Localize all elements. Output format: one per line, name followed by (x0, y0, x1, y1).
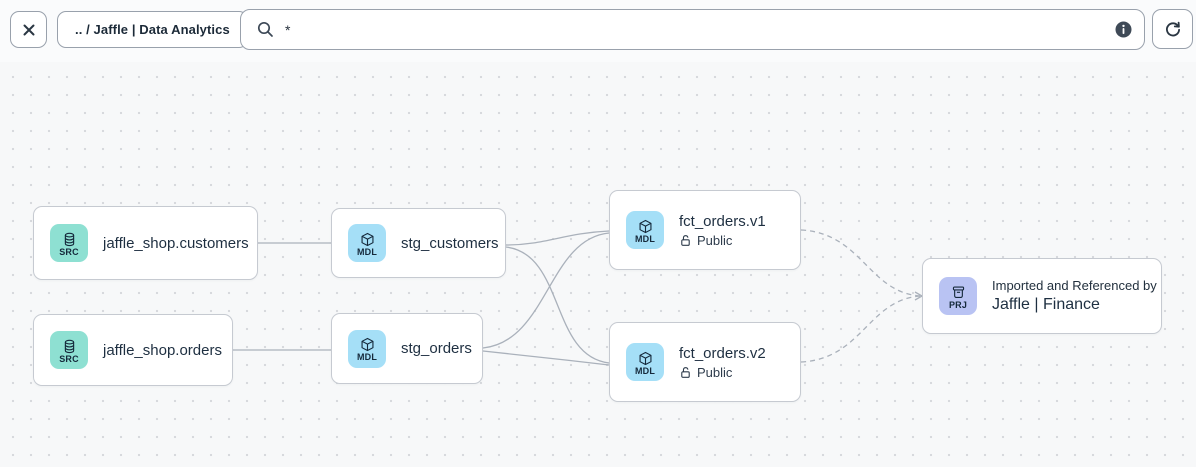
node-label: fct_orders.v2 (679, 344, 766, 362)
node-project-jaffle-finance[interactable]: PRJ Imported and Referenced by Jaffle | … (922, 258, 1162, 334)
search-icon (257, 21, 273, 37)
cube-icon (361, 232, 373, 246)
cube-icon (639, 219, 651, 233)
badge-label: SRC (59, 246, 79, 257)
access-label: Public (697, 232, 733, 248)
badge-label: MDL (634, 233, 656, 244)
node-source-jaffle-shop-orders[interactable]: SRC jaffle_shop.orders (33, 314, 233, 386)
node-model-stg-customers[interactable]: MDL stg_customers (331, 208, 506, 278)
node-label: jaffle_shop.customers (103, 234, 249, 252)
breadcrumb: .. / Jaffle | Data Analytics (75, 22, 230, 37)
node-model-fct-orders-v2[interactable]: MDL fct_orders.v2 Public (609, 322, 801, 402)
database-icon (64, 232, 74, 246)
node-model-fct-orders-v1[interactable]: MDL fct_orders.v1 Public (609, 190, 801, 270)
badge-label: MDL (634, 365, 656, 376)
unlock-icon (681, 366, 690, 378)
cube-icon (639, 351, 651, 365)
source-badge: SRC (50, 224, 88, 262)
access-row: Public (679, 233, 766, 248)
source-badge: SRC (50, 331, 88, 369)
node-source-jaffle-shop-customers[interactable]: SRC jaffle_shop.customers (33, 206, 258, 280)
model-badge: MDL (626, 211, 664, 249)
info-icon (1115, 21, 1132, 38)
node-model-stg-orders[interactable]: MDL stg_orders (331, 313, 483, 384)
close-button[interactable] (10, 11, 47, 48)
cube-icon (361, 337, 373, 352)
node-label: jaffle_shop.orders (103, 341, 222, 359)
model-badge: MDL (348, 224, 386, 262)
badge-label: MDL (356, 352, 378, 362)
close-icon (23, 24, 34, 35)
breadcrumb-button[interactable]: .. / Jaffle | Data Analytics (57, 11, 248, 48)
archive-box-icon (952, 286, 964, 298)
access-label: Public (697, 364, 733, 380)
badge-label: MDL (356, 246, 378, 257)
search-info-button[interactable] (1115, 21, 1132, 38)
access-row: Public (679, 365, 766, 380)
badge-label: PRJ (948, 299, 968, 310)
refresh-icon (1165, 21, 1180, 37)
model-badge: MDL (626, 343, 664, 381)
node-label: stg_orders (401, 340, 472, 357)
unlock-icon (681, 234, 690, 246)
project-relationship-label: Imported and Referenced by (992, 278, 1157, 293)
project-badge: PRJ (939, 277, 977, 315)
search-bar[interactable] (240, 9, 1145, 50)
badge-label: SRC (59, 353, 79, 364)
search-input[interactable] (285, 10, 1115, 49)
model-badge: MDL (348, 329, 386, 368)
project-name: Jaffle | Finance (992, 296, 1100, 313)
node-label: stg_customers (401, 234, 499, 252)
database-icon (64, 339, 74, 353)
refresh-button[interactable] (1152, 9, 1193, 49)
node-label: fct_orders.v1 (679, 212, 766, 230)
